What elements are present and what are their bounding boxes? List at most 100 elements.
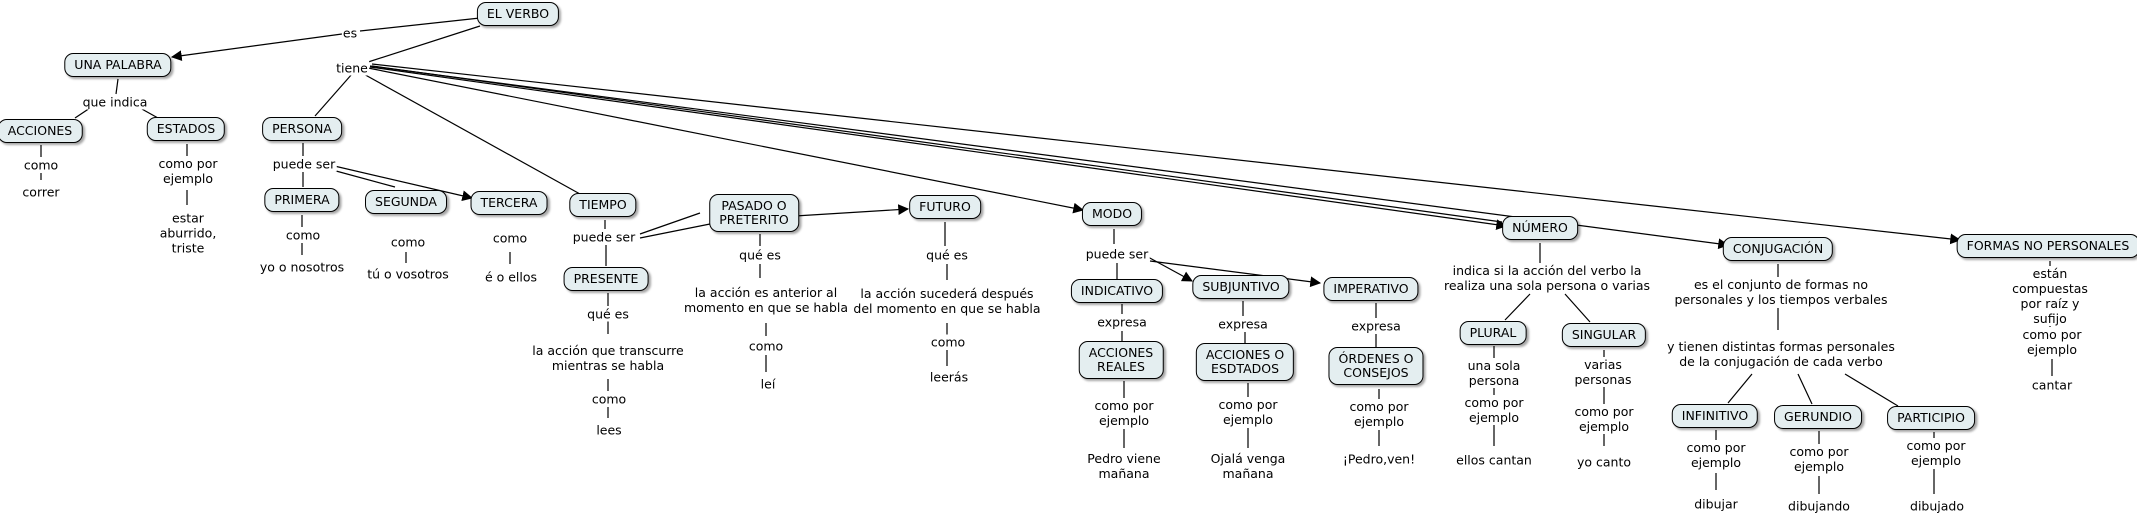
connector-line: [359, 17, 481, 32]
label-dibujar: dibujar: [1693, 496, 1739, 512]
label-lei: leí: [759, 376, 777, 392]
label-como-por-ejemplo: como por ejemplo: [157, 156, 219, 186]
label-como: como: [284, 227, 322, 243]
label-que-es: qué es: [586, 306, 630, 322]
label-yo-canto: yo canto: [1575, 454, 1633, 470]
node-indicativo[interactable]: INDICATIVO: [1070, 279, 1164, 303]
connector-line: [1564, 293, 1591, 323]
node-segunda[interactable]: SEGUNDA: [365, 190, 447, 214]
connector-line: [639, 212, 701, 235]
connector-line: [371, 65, 1503, 223]
connector-arrow: [1147, 256, 1193, 282]
label-ojala-venga: Ojalá venga mañana: [1209, 451, 1287, 481]
node-numero[interactable]: NÚMERO: [1502, 216, 1578, 240]
label-como-por-ejemplo: como por ejemplo: [1788, 444, 1850, 474]
node-plural[interactable]: PLURAL: [1459, 321, 1527, 345]
label-pedro-viene: Pedro viene mañana: [1086, 451, 1162, 481]
connector-line: [1797, 373, 1813, 405]
node-participio[interactable]: PARTICIPIO: [1887, 406, 1975, 430]
label-puede-ser: puede ser: [571, 229, 637, 245]
connector-line: [1727, 373, 1753, 404]
label-def-conjugacion: es el conjunto de formas no personales y…: [1673, 277, 1889, 307]
connector-arrow: [369, 66, 1508, 231]
label-puede-ser: puede ser: [271, 156, 337, 172]
label-pedro-ven: ¡Pedro,ven!: [1341, 451, 1417, 467]
node-persona[interactable]: PERSONA: [262, 117, 342, 141]
node-subjuntivo[interactable]: SUBJUNTIVO: [1192, 275, 1290, 299]
connector-line: [139, 107, 159, 119]
node-modo[interactable]: MODO: [1081, 202, 1143, 226]
connector-arrow: [371, 63, 1962, 245]
node-pasado[interactable]: PASADO O PRETERITO: [709, 194, 799, 232]
connector-arrow: [369, 65, 1730, 250]
node-estados[interactable]: ESTADOS: [146, 117, 226, 141]
label-como: como: [929, 334, 967, 350]
label-tu-o-vosotros: tú o vosotros: [366, 266, 450, 282]
node-ordenes-consejos[interactable]: ÓRDENES O CONSEJOS: [1328, 347, 1424, 385]
connector-arrow: [639, 218, 722, 239]
label-def-pasado: la acción es anterior al momento en que …: [682, 285, 850, 315]
label-como-por-ejemplo: como por ejemplo: [1093, 398, 1155, 428]
node-acciones-reales[interactable]: ACCIONES REALES: [1078, 341, 1164, 379]
label-como-por-ejemplo: como por ejemplo: [1905, 438, 1967, 468]
node-infinitivo[interactable]: INFINITIVO: [1671, 404, 1759, 428]
node-gerundio[interactable]: GERUNDIO: [1774, 405, 1862, 429]
connector-arrow: [367, 67, 1085, 214]
node-primera[interactable]: PRIMERA: [264, 188, 340, 212]
label-dibujado: dibujado: [1909, 498, 1965, 514]
node-tercera[interactable]: TERCERA: [470, 191, 548, 215]
connector-line: [1504, 293, 1531, 321]
label-ellos-cantan: ellos cantan: [1455, 452, 1533, 468]
node-una-palabra[interactable]: UNA PALABRA: [64, 53, 172, 77]
node-conjugacion[interactable]: CONJUGACIÓN: [1722, 237, 1834, 261]
label-def-presente: la acción que transcurre mientras se hab…: [531, 343, 685, 373]
label-como-por-ejemplo: como por ejemplo: [2021, 327, 2083, 357]
label-def-formas-no-personales: están compuestas por raíz y sufijo: [2006, 266, 2094, 326]
node-presente[interactable]: PRESENTE: [563, 267, 649, 291]
node-acciones-esdtados[interactable]: ACCIONES O ESDTADOS: [1195, 343, 1295, 381]
label-como: como: [491, 230, 529, 246]
connector-line: [115, 78, 119, 95]
label-como-por-ejemplo: como por ejemplo: [1685, 440, 1747, 470]
label-como: como: [22, 157, 60, 173]
label-correr: correr: [21, 184, 61, 200]
label-que-es: qué es: [925, 247, 969, 263]
connector-arrow: [1149, 260, 1322, 288]
node-formas-no-personales[interactable]: FORMAS NO PERSONALES: [1956, 234, 2137, 258]
label-def-numero: indica si la acción del verbo la realiza…: [1442, 263, 1652, 293]
label-yo-o-nosotros: yo o nosotros: [258, 259, 346, 275]
label-expresa: expresa: [1217, 316, 1269, 332]
label-como-por-ejemplo: como por ejemplo: [1217, 397, 1279, 427]
label-cantar: cantar: [2030, 377, 2074, 393]
node-acciones[interactable]: ACCIONES: [0, 119, 83, 143]
label-es: es: [341, 25, 359, 41]
label-como: como: [389, 234, 427, 250]
connector-arrow: [170, 33, 343, 62]
label-estar-aburrido: estar aburrido, triste: [158, 210, 218, 256]
label-varias-personas: varias personas: [1573, 357, 1633, 387]
label-como-por-ejemplo: como por ejemplo: [1348, 399, 1410, 429]
node-singular[interactable]: SINGULAR: [1561, 323, 1647, 347]
node-futuro[interactable]: FUTURO: [909, 195, 981, 219]
connector-line: [324, 167, 396, 188]
connector-arrow: [329, 164, 474, 202]
label-puede-ser: puede ser: [1084, 246, 1150, 262]
connector-line: [1844, 373, 1899, 407]
node-el-verbo[interactable]: EL VERBO: [476, 2, 560, 26]
connector-arrow: [794, 204, 910, 217]
connector-line: [74, 107, 91, 119]
node-imperativo[interactable]: IMPERATIVO: [1323, 277, 1419, 301]
node-tiempo[interactable]: TIEMPO: [569, 193, 637, 217]
label-como: como: [747, 338, 785, 354]
label-dibujando: dibujando: [1787, 498, 1851, 514]
connector-line: [359, 71, 581, 195]
label-como-por-ejemplo: como por ejemplo: [1463, 395, 1525, 425]
label-que-indica: que indica: [81, 94, 149, 110]
label-como-por-ejemplo: como por ejemplo: [1573, 404, 1635, 434]
label-una-sola-persona: una sola persona: [1466, 358, 1522, 388]
label-expresa: expresa: [1350, 318, 1402, 334]
label-tiene: tiene: [335, 60, 369, 76]
connector-line: [364, 25, 481, 64]
label-como: como: [590, 391, 628, 407]
label-leeras: leerás: [928, 369, 970, 385]
